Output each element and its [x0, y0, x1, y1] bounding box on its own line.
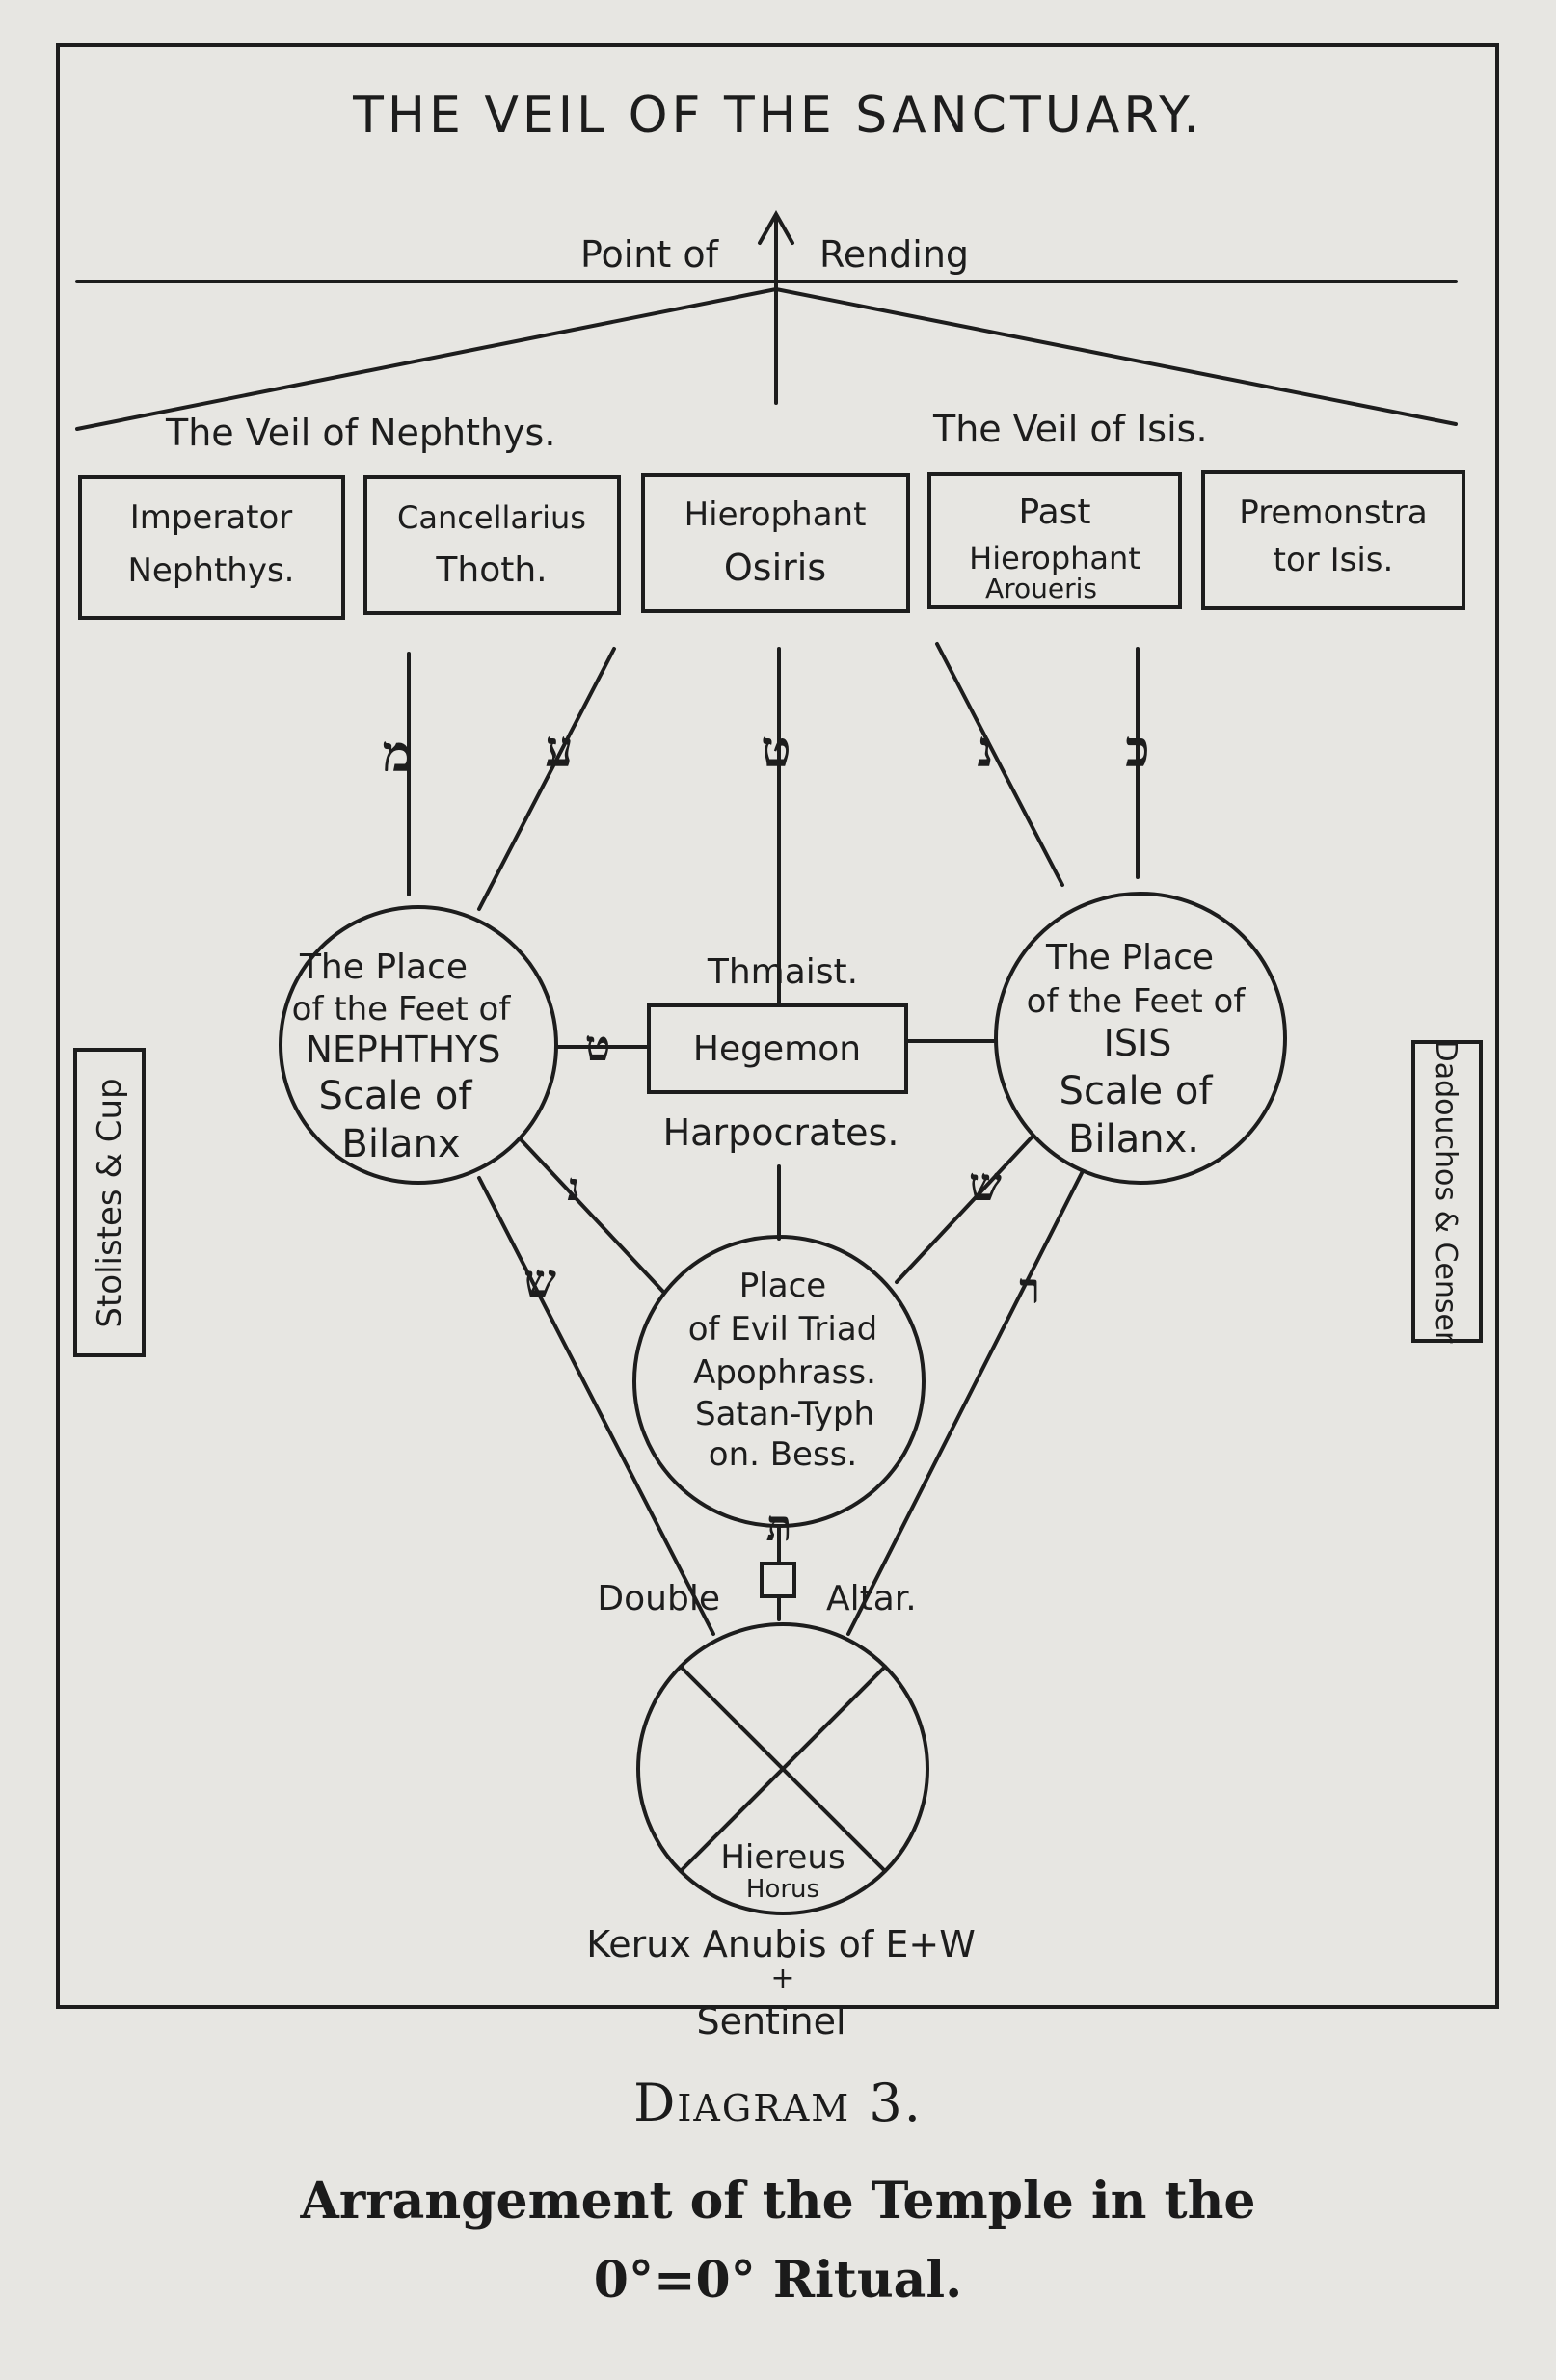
svg-text:Hierophant: Hierophant [969, 540, 1140, 576]
svg-text:The Place: The Place [1045, 938, 1214, 977]
hebrew-letter-upper-left-diag: נ [567, 1164, 579, 1210]
svg-text:Place: Place [739, 1267, 826, 1305]
hegemon-label: Hegemon [693, 1030, 861, 1069]
path-cancellarius [477, 647, 616, 911]
hebrew-letter-4: נ [978, 720, 994, 779]
outer-frame [56, 43, 1499, 2009]
place-of-isis: The Place of the Feet of ISIS Scale of B… [994, 892, 1287, 1185]
caption-line-1: Arrangement of the Temple in the [300, 2172, 1256, 2231]
svg-text:NEPHTHYS: NEPHTHYS [305, 1029, 500, 1071]
hebrew-letter-1: מ [383, 725, 413, 784]
rending-label: Rending [819, 233, 969, 276]
caption-line-2: 0°=0° Ritual. [593, 2251, 963, 2310]
svg-text:of the Feet of: of the Feet of [1027, 982, 1247, 1021]
caption-title: Diagram 3. [633, 2072, 923, 2133]
svg-text:Stolistes & Cup: Stolistes & Cup [91, 1078, 129, 1327]
svg-text:on. Bess.: on. Bess. [709, 1435, 857, 1474]
hebrew-letter-right-lower: ר [1019, 1265, 1040, 1314]
svg-text:Dadouchos & Censer: Dadouchos & Censer [1429, 1040, 1462, 1344]
svg-text:Scale of: Scale of [319, 1074, 473, 1118]
svg-text:tor Isis.: tor Isis. [1274, 541, 1394, 579]
double-altar-cube [760, 1562, 796, 1598]
svg-text:Bilanx.: Bilanx. [1068, 1117, 1199, 1162]
path-nephthys-hiereus [477, 1176, 715, 1636]
harpocrates-label: Harpocrates. [663, 1111, 899, 1154]
path-past-hierophant [935, 642, 1064, 887]
svg-text:Hiereus: Hiereus [720, 1838, 845, 1877]
stolistes-box: Stolistes & Cup [73, 1048, 146, 1357]
svg-text:of Evil Triad: of Evil Triad [688, 1310, 878, 1349]
path-nephthys-evil [519, 1137, 665, 1294]
svg-text:Horus: Horus [746, 1875, 819, 1904]
veil-nephthys-label: The Veil of Nephthys. [165, 412, 555, 454]
svg-text:Satan-Typh: Satan-Typh [695, 1395, 874, 1433]
place-of-evil-triad: Place of Evil Triad Apophrass. Satan-Typ… [632, 1235, 926, 1528]
caption: Diagram 3. Arrangement of the Temple in … [0, 2072, 1556, 2320]
veil-nephthys-line [75, 287, 778, 431]
station-cancellarius: Cancellarius Thoth. [363, 475, 621, 615]
station-hiereus: Hiereus Horus [636, 1622, 929, 1915]
path-isis-evil [895, 1136, 1033, 1284]
veil-isis-line [774, 287, 1458, 426]
rending-arrowhead [758, 209, 794, 245]
svg-text:Cancellarius: Cancellarius [397, 499, 586, 536]
station-premonstrator: Premonstra tor Isis. [1201, 470, 1465, 610]
hebrew-letter-2: ע [545, 720, 573, 779]
hebrew-letter-3: ט [761, 720, 791, 779]
svg-text:Premonstra: Premonstra [1239, 494, 1427, 532]
place-of-nephthys: The Place of the Feet of NEPHTHYS Scale … [279, 905, 558, 1185]
svg-text:Nephthys.: Nephthys. [127, 551, 294, 590]
thmaist-label: Thmaist. [707, 952, 858, 992]
station-hierophant: Hierophant Osiris [641, 473, 910, 613]
point-of-label: Point of [580, 233, 720, 276]
altar-label: Altar. [826, 1579, 917, 1618]
station-past-hierophant: Past Hierophant Aroueris [927, 472, 1182, 609]
svg-text:Bilanx: Bilanx [341, 1122, 460, 1166]
svg-text:ISIS: ISIS [1104, 1022, 1172, 1064]
dadouchos-box: Dadouchos & Censer [1411, 1040, 1483, 1344]
ampersand-label: + [770, 1962, 794, 1995]
path-isis-hiereus [846, 1169, 1085, 1636]
svg-text:Apophrass.: Apophrass. [693, 1353, 876, 1392]
hebrew-letter-right-diag: ש [969, 1158, 1002, 1212]
svg-text:Aroueris: Aroueris [985, 573, 1097, 604]
svg-text:of the Feet of: of the Feet of [292, 990, 512, 1029]
svg-text:Thoth.: Thoth. [435, 550, 547, 590]
svg-text:Scale of: Scale of [1060, 1069, 1214, 1113]
kerux-label: Kerux Anubis of E+W [586, 1923, 976, 1966]
svg-text:The Place: The Place [299, 948, 468, 987]
double-label: Double [597, 1579, 720, 1618]
hebrew-letter-5: כ [1125, 720, 1149, 779]
svg-text:Hierophant: Hierophant [684, 495, 867, 534]
svg-text:Past: Past [1018, 493, 1090, 532]
sentinel-label: Sentinel [696, 2000, 845, 2043]
veil-isis-label: The Veil of Isis. [932, 408, 1208, 450]
diagram-title: THE VEIL OF THE SANCTUARY. [352, 87, 1203, 145]
svg-text:Osiris: Osiris [724, 547, 826, 589]
svg-text:Imperator: Imperator [130, 498, 293, 537]
hebrew-letter-hegemon: ט [585, 1022, 611, 1071]
station-imperator: Imperator Nephthys. [78, 475, 345, 620]
